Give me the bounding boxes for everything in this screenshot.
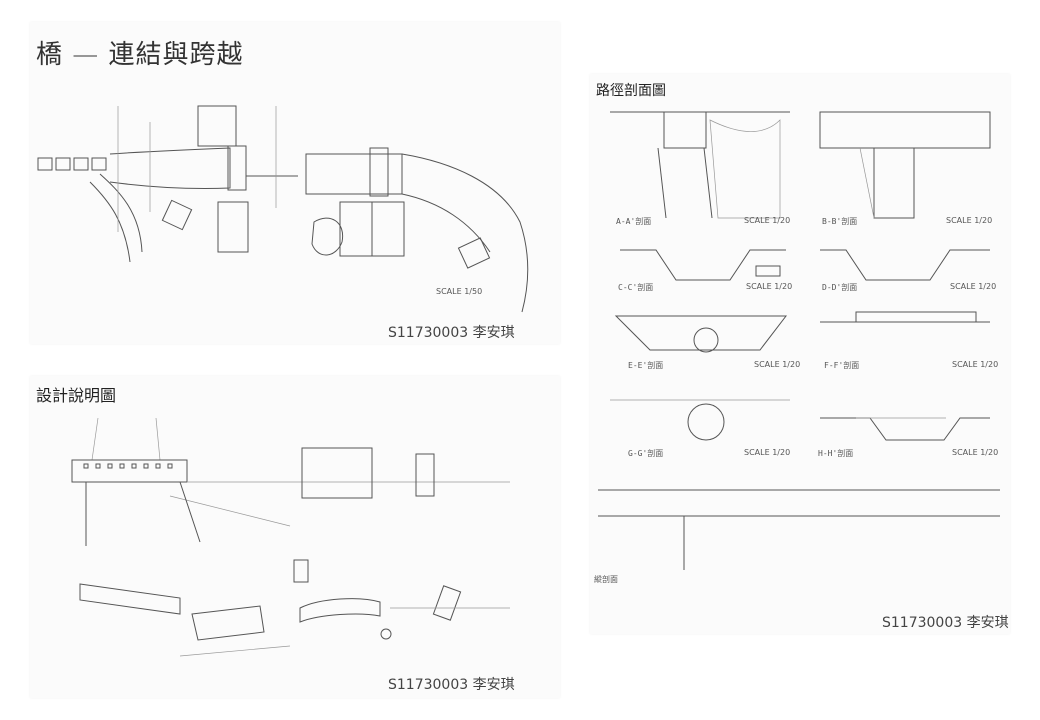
section-scale-h: SCALE 1/20 (952, 448, 999, 457)
section-label-e: E-E'剖面 (628, 361, 664, 370)
design-drawing (71, 417, 510, 657)
sections-title: 路徑剖面圖 (596, 83, 666, 99)
section-label-h: H-H'剖面 (818, 449, 854, 458)
section-label-c: C-C'剖面 (618, 283, 654, 292)
design-sheet (30, 376, 560, 698)
sections-signature: S11730003 李安琪 (882, 615, 1009, 631)
page-title: 橋 — 連結與跨越 (36, 40, 244, 70)
section-scale-a: SCALE 1/20 (744, 216, 791, 225)
section-scale-c: SCALE 1/20 (746, 282, 793, 291)
section-scale-d: SCALE 1/20 (950, 282, 997, 291)
section-scale-g: SCALE 1/20 (744, 448, 791, 457)
section-label-d: D-D'剖面 (822, 283, 858, 292)
section-label-b: B-B'剖面 (822, 217, 858, 226)
section-scale-b: SCALE 1/20 (946, 216, 993, 225)
plan-drawing (37, 105, 529, 313)
section-scale-f: SCALE 1/20 (952, 360, 999, 369)
plan-scale: SCALE 1/50 (436, 287, 483, 296)
plan-signature: S11730003 李安琪 (388, 325, 515, 341)
design-signature: S11730003 李安琪 (388, 677, 515, 693)
section-label-f: F-F'剖面 (824, 361, 860, 370)
section-label-a: A-A'剖面 (616, 217, 652, 226)
section-scale-e: SCALE 1/20 (754, 360, 801, 369)
section-label-g: G-G'剖面 (628, 449, 664, 458)
longitudinal-label: 縱剖面 (594, 575, 618, 584)
design-title: 設計說明圖 (36, 386, 117, 405)
sections-drawing (598, 111, 1000, 570)
